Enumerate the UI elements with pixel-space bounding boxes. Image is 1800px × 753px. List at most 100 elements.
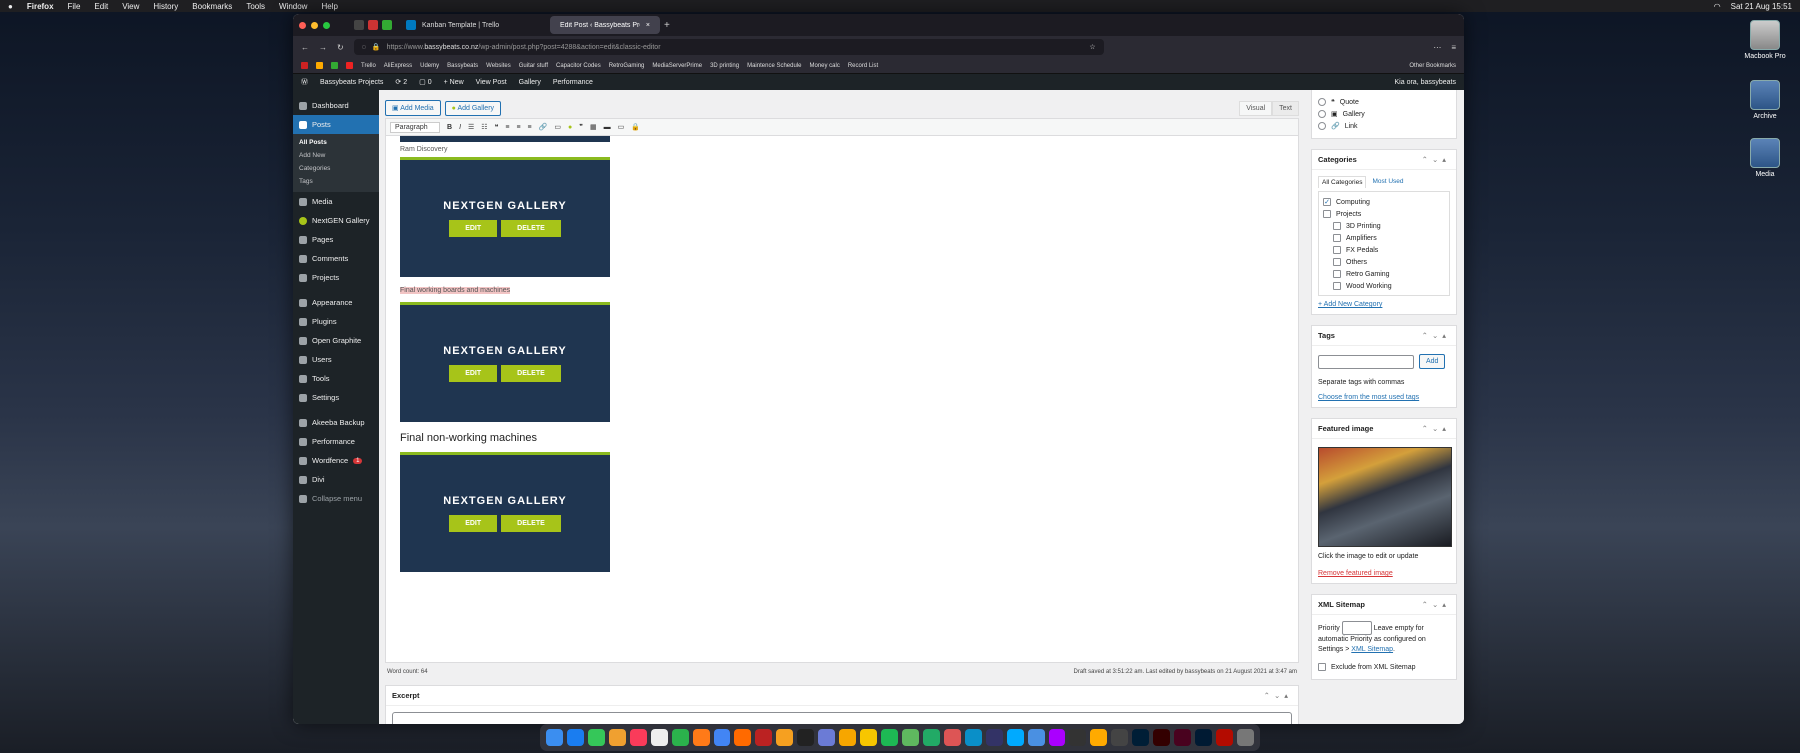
sidebar-item-users[interactable]: Users — [293, 350, 379, 369]
tab-trello[interactable]: Kanban Template | Trello — [396, 16, 546, 34]
bookmark-maintence-schedule[interactable]: Maintence Schedule — [747, 62, 802, 69]
remove-featured-image-link[interactable]: Remove featured image — [1318, 570, 1393, 577]
bookmark-favicon[interactable] — [331, 62, 338, 69]
fusion-icon[interactable] — [943, 729, 961, 746]
bullet-list-icon[interactable]: ☰ — [468, 124, 475, 131]
trash-icon[interactable] — [1236, 729, 1254, 746]
category-3d-printing[interactable]: 3D Printing — [1323, 220, 1445, 232]
wpbar-new[interactable]: + New — [443, 78, 464, 86]
firefox-icon[interactable] — [692, 729, 710, 746]
lock-icon[interactable]: 🔒 — [631, 124, 640, 131]
tab-most-used[interactable]: Most Used — [1372, 178, 1404, 185]
submenu-add-new[interactable]: Add New — [299, 152, 326, 159]
pinned-tab-icon[interactable] — [354, 20, 364, 30]
menu-bookmarks[interactable]: Bookmarks — [192, 1, 233, 11]
category-fx-pedals[interactable]: FX Pedals — [1323, 244, 1445, 256]
messenger-icon[interactable] — [1048, 729, 1066, 746]
sidebar-item-nextgen[interactable]: NextGEN Gallery — [293, 211, 379, 230]
category-retro-gaming[interactable]: Retro Gaming — [1323, 268, 1445, 280]
add-media-button[interactable]: ▣ Add Media — [385, 100, 441, 116]
reload-icon[interactable]: ↻ — [337, 42, 344, 52]
menu-file[interactable]: File — [67, 1, 81, 11]
chrome-icon[interactable] — [713, 729, 731, 746]
cura-icon[interactable] — [901, 729, 919, 746]
back-icon[interactable]: ← — [301, 42, 309, 52]
radio[interactable] — [1318, 122, 1326, 130]
wpbar-performance[interactable]: Performance — [552, 78, 593, 86]
box-controls[interactable]: ⌃⌄▴ — [1421, 424, 1450, 433]
gallery-edit-button[interactable]: EDIT — [449, 220, 498, 237]
align-right-icon[interactable]: ≡ — [527, 123, 532, 131]
finder-icon[interactable] — [546, 729, 563, 746]
bookmark-mediaserverprime[interactable]: MediaServerPrime — [652, 62, 703, 69]
category-amplifiers[interactable]: Amplifiers — [1323, 232, 1445, 244]
desktop-icon-archive[interactable]: Archive — [1735, 80, 1795, 120]
wordpress-logo-icon[interactable]: Ⓦ — [301, 79, 308, 86]
format-option-quote[interactable]: ❝Quote — [1318, 96, 1450, 108]
gallery-placeholder-partial[interactable] — [400, 136, 610, 142]
sidebar-item-dashboard[interactable]: Dashboard — [293, 96, 379, 115]
menu-tools[interactable]: Tools — [246, 1, 265, 11]
radio[interactable] — [1318, 110, 1326, 118]
shield-icon[interactable]: ◌ — [361, 43, 366, 51]
caption-working-boards[interactable]: Final working boards and machines — [400, 287, 511, 294]
calendar-icon[interactable] — [650, 729, 668, 746]
sidebar-item-performance[interactable]: Performance — [293, 432, 379, 451]
other-bookmarks[interactable]: Other Bookmarks — [1409, 62, 1456, 69]
format-select[interactable]: Paragraph — [390, 121, 440, 133]
lightroom-icon[interactable] — [1195, 729, 1212, 746]
sidebar-item-comments[interactable]: Comments — [293, 249, 379, 268]
add-tag-button[interactable]: Add — [1419, 354, 1446, 369]
category-computing[interactable]: ✓Computing — [1323, 198, 1370, 206]
bookmark-money-calc[interactable]: Money calc — [809, 62, 840, 69]
desktop-icon-media[interactable]: Media — [1735, 138, 1795, 178]
notes-icon[interactable] — [776, 729, 794, 746]
wpbar-comments[interactable]: ▢ 0 — [419, 79, 432, 86]
gallery-edit-button[interactable]: EDIT — [449, 365, 498, 382]
plex-icon[interactable] — [1090, 729, 1108, 746]
app-icon[interactable] — [1111, 729, 1129, 746]
clock[interactable]: Sat 21 Aug 15:51 — [1730, 1, 1792, 11]
category-others[interactable]: Others — [1323, 256, 1445, 268]
bookmark-retrogaming[interactable]: RetroGaming — [608, 62, 645, 69]
menubar-app[interactable]: Firefox — [26, 1, 54, 11]
url-bar[interactable]: ◌ 🔒 https://www.bassybeats.co.nz/wp-admi… — [353, 39, 1104, 55]
menu-help[interactable]: Help — [321, 1, 338, 11]
app-icon[interactable] — [922, 729, 940, 746]
bookmark-favicon[interactable] — [301, 62, 308, 69]
priority-input[interactable] — [1341, 621, 1372, 635]
submenu-all-posts[interactable]: All Posts — [299, 139, 327, 146]
box-controls[interactable]: ⌃⌄▴ — [1421, 331, 1450, 340]
heading-non-working[interactable]: Final non-working machines — [400, 432, 537, 444]
facetime-icon[interactable] — [671, 729, 689, 746]
submenu-categories[interactable]: Categories — [299, 165, 331, 172]
menu-view[interactable]: View — [122, 1, 140, 11]
gallery-delete-button[interactable]: DELETE — [501, 515, 561, 532]
link-icon[interactable]: 🔗 — [538, 124, 548, 131]
bookmark-capacitor-codes[interactable]: Capacitor Codes — [556, 62, 601, 69]
terminal-icon[interactable] — [797, 729, 815, 746]
sidebar-item-akeeba[interactable]: Akeeba Backup — [293, 413, 379, 432]
category-projects[interactable]: Projects — [1323, 208, 1445, 220]
gallery-edit-button[interactable]: EDIT — [449, 515, 498, 532]
box-controls[interactable]: ⌃⌄▴ — [1263, 691, 1292, 700]
sidebar-item-plugins[interactable]: Plugins — [293, 312, 379, 331]
radio[interactable] — [1318, 98, 1326, 106]
wpbar-updates[interactable]: ⟳ 2 — [395, 79, 408, 86]
blockquote-icon[interactable]: ❝ — [494, 124, 499, 131]
menu-edit[interactable]: Edit — [94, 1, 109, 11]
sidebar-item-media[interactable]: Media — [293, 192, 379, 211]
pinned-tab-icon[interactable] — [382, 20, 392, 30]
hr-icon[interactable]: ▬ — [603, 123, 611, 131]
filezilla-icon[interactable] — [755, 729, 773, 746]
wpbar-gallery[interactable]: Gallery — [518, 78, 541, 86]
wpbar-view-post[interactable]: View Post — [475, 78, 507, 86]
bookmark-aliexpress[interactable]: AliExpress — [383, 62, 413, 69]
submenu-tags[interactable]: Tags — [299, 178, 313, 185]
tag-input[interactable] — [1318, 354, 1414, 369]
bookmark-websites[interactable]: Websites — [486, 62, 511, 69]
menu-icon[interactable]: ≡ — [1451, 42, 1456, 52]
sidebar-collapse-menu[interactable]: Collapse menu — [293, 489, 379, 508]
